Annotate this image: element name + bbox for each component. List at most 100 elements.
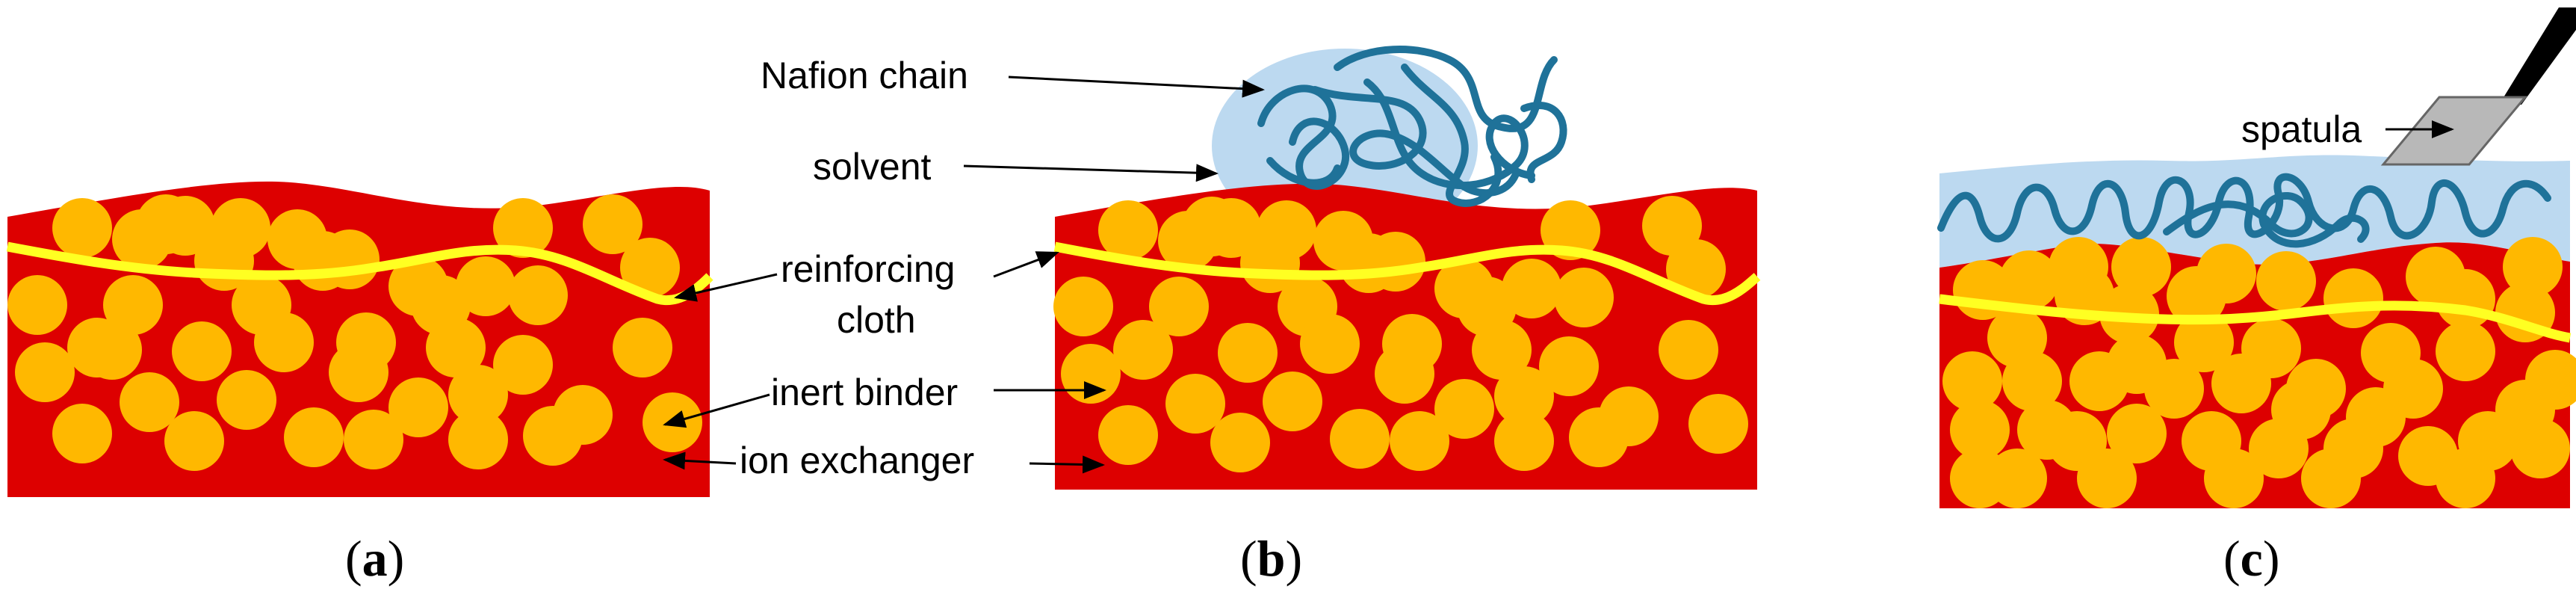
ion-exchanger-particle <box>2077 449 2137 508</box>
ion-exchanger-particle <box>1666 239 1726 299</box>
ion-exchanger-particle <box>52 404 112 463</box>
ion-exchanger-particle <box>7 275 67 335</box>
ion-exchanger-particle <box>1263 372 1322 431</box>
ion-exchanger-particle <box>2249 419 2309 478</box>
arrow-cloth-a <box>674 273 778 302</box>
nafion-chain-b <box>1257 46 1567 207</box>
ion-exchanger-particle <box>493 335 553 395</box>
ion-exchanger-particles-c <box>1942 237 2576 508</box>
ion-exchanger-particle <box>1218 323 1278 383</box>
nafion-chain-c <box>1937 173 2551 243</box>
reinforcing-cloth-a <box>6 241 713 306</box>
ion-exchanger-particle <box>2256 251 2316 311</box>
ion-exchanger-particle <box>2323 268 2383 328</box>
ion-exchanger-particle <box>2167 266 2226 326</box>
ion-exchanger-particle <box>1158 211 1218 271</box>
ion-exchanger-particle <box>2144 359 2204 419</box>
ion-exchanger-particle <box>1554 268 1614 327</box>
arrow-ion-b <box>1029 455 1105 474</box>
ion-exchanger-particle <box>456 256 515 316</box>
ion-exchanger-particle <box>613 318 672 377</box>
ion-exchanger-particle <box>2436 269 2495 329</box>
ion-exchanger-particle <box>1502 259 1561 318</box>
ion-exchanger-particle <box>1659 320 1718 380</box>
ion-exchanger-particle <box>2436 449 2495 508</box>
ion-exchanger-particle <box>217 370 276 430</box>
ion-exchanger-particle <box>2436 321 2495 381</box>
leader-arrows <box>663 75 2454 474</box>
ion-exchanger-particle <box>103 275 163 335</box>
ion-exchanger-particle <box>1210 413 1270 472</box>
ion-exchanger-particle <box>583 194 643 254</box>
ion-exchanger-particle <box>120 372 179 432</box>
ion-exchanger-particle <box>1165 374 1225 434</box>
ion-exchanger-particle <box>82 320 142 380</box>
caption-c: (c) <box>2223 530 2280 587</box>
ion-exchanger-particle <box>1375 344 1434 404</box>
arrow-binder-a <box>663 393 770 428</box>
ion-exchanger-particle <box>1061 344 1121 404</box>
label-solvent: solvent <box>813 146 932 188</box>
nafion-chain-c2 <box>2163 191 2370 248</box>
ion-exchanger-particle <box>1950 400 2010 460</box>
ion-exchanger-particle <box>620 238 680 298</box>
spatula-blade <box>2380 96 2528 166</box>
label-reinforcing: reinforcing <box>781 248 955 290</box>
label-cloth: cloth <box>837 299 916 341</box>
arrow-ion-a <box>663 451 737 470</box>
ion-exchanger-particle <box>2510 419 2570 478</box>
ion-exchanger-particle <box>1539 336 1599 396</box>
spatula-icon <box>2380 7 2576 166</box>
ion-exchanger-particle <box>1390 411 1449 471</box>
panel-a <box>6 181 713 497</box>
spatula-handle <box>2499 7 2576 105</box>
ion-exchanger-particle <box>1434 379 1494 439</box>
ion-exchanger-particle <box>15 342 75 402</box>
ion-exchanger-particle <box>284 407 344 467</box>
caption-b: (b) <box>1240 530 1302 587</box>
ion-exchanger-particle <box>1999 250 2059 310</box>
arrow-solvent <box>963 164 1219 182</box>
ion-exchanger-particle <box>2211 354 2271 413</box>
ion-exchanger-particle <box>172 321 232 381</box>
arrow-nafion <box>1008 75 1265 98</box>
ion-exchanger-particle <box>320 229 380 289</box>
ion-exchanger-particle <box>2174 312 2234 372</box>
ion-exchanger-particle <box>1330 409 1390 469</box>
ion-exchanger-particle <box>2301 449 2361 508</box>
label-ion-exchanger: ion exchanger <box>740 440 974 481</box>
ion-exchanger-particle <box>164 411 224 471</box>
ion-exchanger-particle <box>112 209 172 269</box>
ion-exchanger-particle <box>523 406 583 466</box>
ion-exchanger-particle <box>2069 351 2129 411</box>
ion-exchanger-particles-a <box>7 194 702 471</box>
ion-exchanger-particle <box>1494 411 1554 471</box>
ion-exchanger-particle <box>2111 237 2171 297</box>
ion-exchanger-particle <box>508 265 568 325</box>
ion-exchanger-particle <box>1942 351 2002 411</box>
ion-exchanger-particle <box>426 318 486 377</box>
panel-b <box>1053 46 1761 490</box>
ion-exchanger-particle <box>493 198 553 258</box>
ion-exchanger-particle <box>1688 394 1748 454</box>
ion-exchanger-particle <box>1300 314 1360 374</box>
ion-exchanger-particle <box>1113 320 1173 380</box>
label-group: Nafion chain solvent reinforcing cloth i… <box>740 55 2362 481</box>
ion-exchanger-particle <box>388 377 448 437</box>
ion-exchanger-particle <box>448 365 508 425</box>
ion-exchanger-particle <box>1053 277 1113 336</box>
ion-exchanger-particle <box>448 410 508 469</box>
reinforcing-cloth-b <box>1053 241 1761 306</box>
ion-exchanger-particle <box>1366 232 1425 292</box>
label-spatula: spatula <box>2241 108 2362 150</box>
arrow-cloth-b <box>993 251 1059 278</box>
ion-exchanger-particle <box>1098 405 1158 465</box>
label-nafion-chain: Nafion chain <box>761 55 968 96</box>
ion-exchanger-particle <box>2503 237 2563 297</box>
ion-exchanger-particle <box>1098 200 1158 260</box>
ion-exchanger-particle <box>1569 407 1629 467</box>
ion-exchanger-particle <box>254 312 314 372</box>
ion-exchanger-particle <box>344 410 403 469</box>
ion-exchanger-particle <box>2002 351 2062 411</box>
